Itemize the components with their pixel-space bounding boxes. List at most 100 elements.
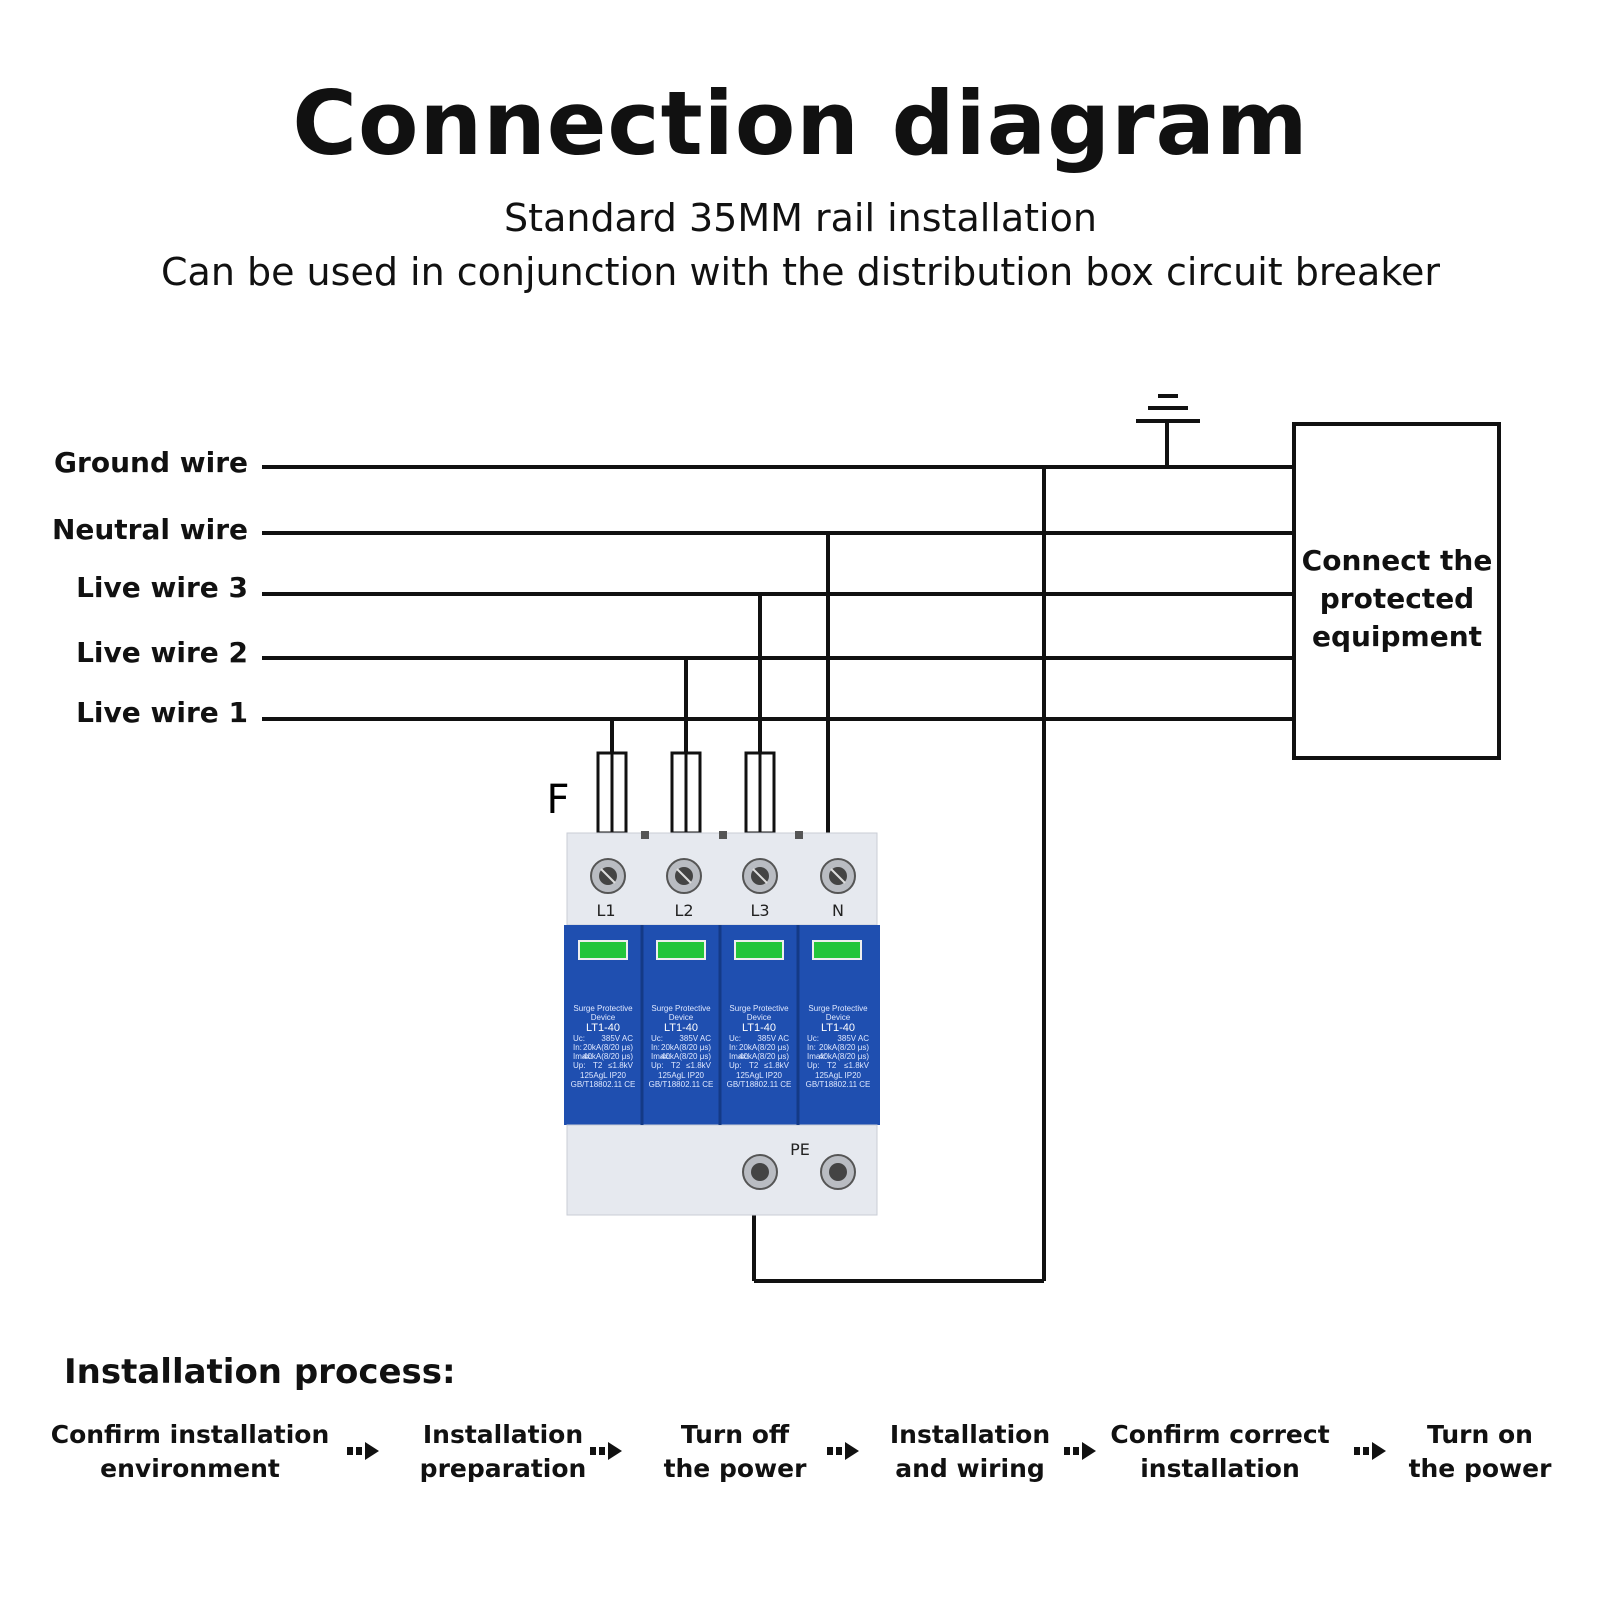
indicator-window bbox=[812, 940, 862, 960]
svg-text:385V AC: 385V AC bbox=[601, 1034, 633, 1043]
double-arrow-icon bbox=[347, 1442, 379, 1460]
svg-text:≤1.8kV: ≤1.8kV bbox=[686, 1061, 712, 1070]
svg-text:T2: T2 bbox=[593, 1061, 603, 1070]
installation-steps: Confirm installation environment Install… bbox=[40, 1418, 1570, 1508]
svg-text:≤1.8kV: ≤1.8kV bbox=[764, 1061, 790, 1070]
indicator-window bbox=[578, 940, 628, 960]
svg-text:Up:: Up: bbox=[651, 1061, 663, 1070]
step-3: Turn off the power bbox=[663, 1420, 807, 1483]
double-arrow-icon bbox=[1064, 1442, 1096, 1460]
svg-text:125AgL IP20: 125AgL IP20 bbox=[658, 1071, 705, 1080]
terminal-n-screw bbox=[820, 858, 856, 894]
svg-text:40kA(8/20 μs): 40kA(8/20 μs) bbox=[661, 1052, 711, 1061]
svg-text:385V AC: 385V AC bbox=[757, 1034, 789, 1043]
svg-text:Surge Protective: Surge Protective bbox=[573, 1004, 633, 1013]
step-4: Installation and wiring bbox=[889, 1420, 1051, 1483]
terminal-n-label: N bbox=[832, 901, 844, 920]
svg-text:Up:: Up: bbox=[573, 1061, 585, 1070]
svg-text:40kA(8/20 μs): 40kA(8/20 μs) bbox=[819, 1052, 869, 1061]
terminal-l2-screw bbox=[666, 858, 702, 894]
svg-text:20kA(8/20 μs): 20kA(8/20 μs) bbox=[583, 1043, 633, 1052]
svg-text:125AgL IP20: 125AgL IP20 bbox=[815, 1071, 862, 1080]
terminal-l3-label: L3 bbox=[750, 901, 769, 920]
svg-text:125AgL IP20: 125AgL IP20 bbox=[580, 1071, 627, 1080]
module-3: Surge Protective Device LT1-40 Uc: 385V … bbox=[727, 940, 792, 1089]
svg-text:40kA(8/20 μs): 40kA(8/20 μs) bbox=[583, 1052, 633, 1061]
svg-text:LT1-40: LT1-40 bbox=[742, 1022, 776, 1034]
svg-text:In:: In: bbox=[651, 1043, 660, 1052]
svg-text:385V AC: 385V AC bbox=[837, 1034, 869, 1043]
svg-text:125AgL IP20: 125AgL IP20 bbox=[736, 1071, 783, 1080]
svg-text:40kA(8/20 μs): 40kA(8/20 μs) bbox=[739, 1052, 789, 1061]
pe-screw-1 bbox=[742, 1154, 778, 1190]
module-1: Surge Protective Device LT1-40 Uc: 385V … bbox=[571, 940, 636, 1089]
equipment-box-line-2: protected bbox=[1320, 582, 1474, 615]
svg-text:Imax:: Imax: bbox=[651, 1052, 671, 1061]
indicator-window bbox=[656, 940, 706, 960]
neutral-wire-label: Neutral wire bbox=[52, 513, 248, 546]
svg-text:In:: In: bbox=[807, 1043, 816, 1052]
subtitle-line-2: Can be used in conjunction with the dist… bbox=[161, 250, 1440, 294]
step-6: Turn on the power bbox=[1408, 1420, 1552, 1483]
double-arrow-icon bbox=[827, 1442, 859, 1460]
step-1: Confirm installation environment bbox=[50, 1420, 330, 1483]
svg-text:Device: Device bbox=[669, 1013, 694, 1022]
installation-process-title: Installation process: bbox=[64, 1352, 456, 1392]
fuse-label: F bbox=[546, 777, 569, 823]
svg-text:≤1.8kV: ≤1.8kV bbox=[844, 1061, 870, 1070]
svg-text:Device: Device bbox=[826, 1013, 851, 1022]
svg-text:Uc:: Uc: bbox=[729, 1034, 741, 1043]
svg-text:Uc:: Uc: bbox=[807, 1034, 819, 1043]
svg-text:In:: In: bbox=[729, 1043, 738, 1052]
svg-text:20kA(8/20 μs): 20kA(8/20 μs) bbox=[819, 1043, 869, 1052]
svg-text:LT1-40: LT1-40 bbox=[821, 1022, 855, 1034]
terminal-l1-screw bbox=[590, 858, 626, 894]
svg-text:20kA(8/20 μs): 20kA(8/20 μs) bbox=[739, 1043, 789, 1052]
svg-text:T2: T2 bbox=[749, 1061, 759, 1070]
svg-text:T2: T2 bbox=[827, 1061, 837, 1070]
terminal-l1-label: L1 bbox=[596, 901, 615, 920]
svg-text:Uc:: Uc: bbox=[651, 1034, 663, 1043]
svg-text:LT1-40: LT1-40 bbox=[586, 1022, 620, 1034]
svg-text:≤1.8kV: ≤1.8kV bbox=[608, 1061, 634, 1070]
svg-text:In:: In: bbox=[573, 1043, 582, 1052]
equipment-box bbox=[1292, 422, 1501, 760]
svg-text:Imax:: Imax: bbox=[807, 1052, 827, 1061]
svg-text:GB/T18802.11 CE: GB/T18802.11 CE bbox=[571, 1080, 636, 1089]
svg-text:Imax:: Imax: bbox=[573, 1052, 593, 1061]
equipment-box-line-3: equipment bbox=[1312, 620, 1482, 653]
svg-text:385V AC: 385V AC bbox=[679, 1034, 711, 1043]
ground-wire-label: Ground wire bbox=[54, 446, 248, 479]
module-4: Surge Protective Device LT1-40 Uc: 385V … bbox=[806, 940, 871, 1089]
terminal-l2-label: L2 bbox=[674, 901, 693, 920]
indicator-window bbox=[734, 940, 784, 960]
live-wire-2-label: Live wire 2 bbox=[76, 636, 248, 669]
svg-text:Device: Device bbox=[747, 1013, 772, 1022]
svg-text:LT1-40: LT1-40 bbox=[664, 1022, 698, 1034]
svg-text:Up:: Up: bbox=[807, 1061, 819, 1070]
step-5: Confirm correct installation bbox=[1110, 1420, 1330, 1483]
live-wire-1-label: Live wire 1 bbox=[76, 696, 248, 729]
terminal-l3-screw bbox=[742, 858, 778, 894]
live-wire-3-label: Live wire 3 bbox=[76, 571, 248, 604]
page-title: Connection diagram bbox=[292, 72, 1309, 175]
svg-text:T2: T2 bbox=[671, 1061, 681, 1070]
svg-text:GB/T18802.11 CE: GB/T18802.11 CE bbox=[727, 1080, 792, 1089]
module-2: Surge Protective Device LT1-40 Uc: 385V … bbox=[649, 940, 714, 1089]
svg-text:Up:: Up: bbox=[729, 1061, 741, 1070]
pe-label: PE bbox=[790, 1140, 810, 1159]
double-arrow-icon bbox=[590, 1442, 622, 1460]
svg-text:20kA(8/20 μs): 20kA(8/20 μs) bbox=[661, 1043, 711, 1052]
equipment-box-line-1: Connect the bbox=[1302, 544, 1493, 577]
svg-text:GB/T18802.11 CE: GB/T18802.11 CE bbox=[806, 1080, 871, 1089]
svg-text:Imax:: Imax: bbox=[729, 1052, 749, 1061]
svg-text:Device: Device bbox=[591, 1013, 616, 1022]
step-2: Installation preparation bbox=[419, 1420, 587, 1483]
svg-text:Surge Protective: Surge Protective bbox=[651, 1004, 711, 1013]
svg-text:Surge Protective: Surge Protective bbox=[729, 1004, 789, 1013]
svg-text:GB/T18802.11 CE: GB/T18802.11 CE bbox=[649, 1080, 714, 1089]
double-arrow-icon bbox=[1354, 1442, 1386, 1460]
svg-text:Uc:: Uc: bbox=[573, 1034, 585, 1043]
pe-screw-2 bbox=[820, 1154, 856, 1190]
